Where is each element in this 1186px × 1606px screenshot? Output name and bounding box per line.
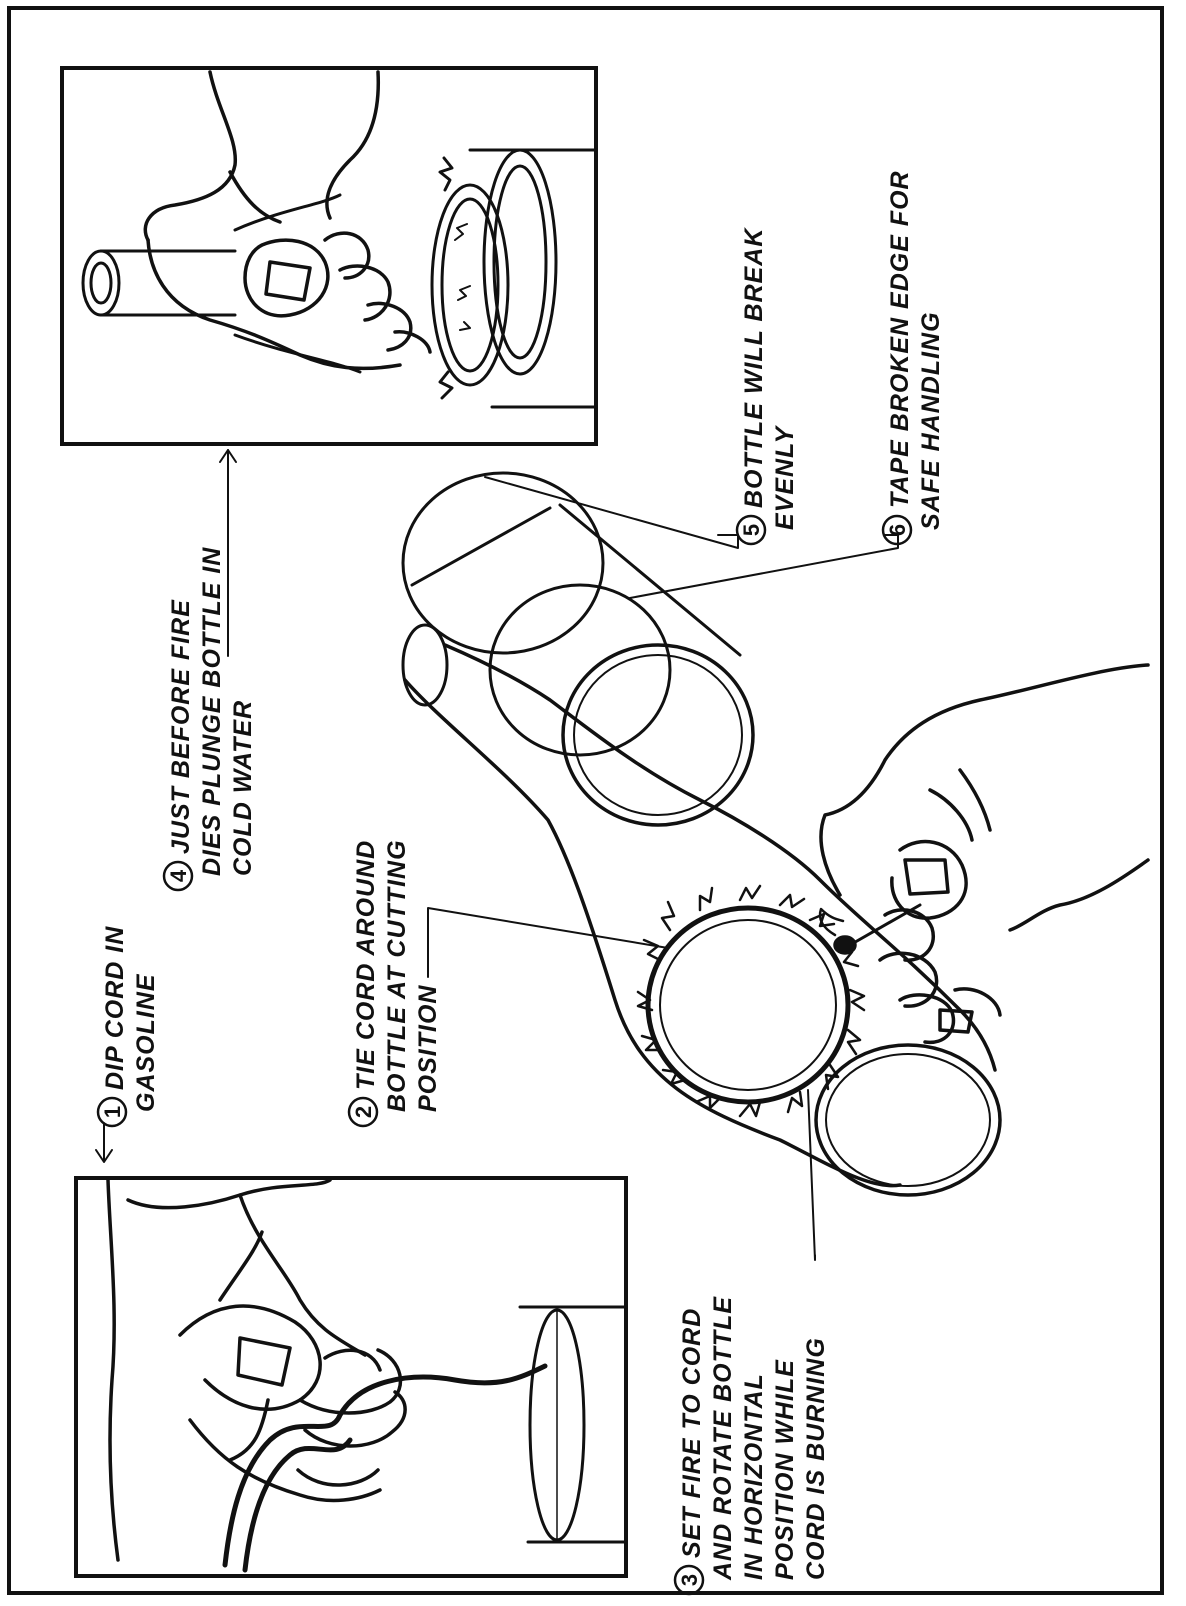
leader-step-3 (808, 1090, 815, 1260)
step-1-label: 1 DIP CORD IN GASOLINE (98, 926, 160, 1126)
step-2-line-3: POSITION (414, 985, 442, 1112)
step-2-line-2: BOTTLE AT CUTTING (383, 839, 411, 1112)
step-4-line-3: COLD WATER (229, 700, 257, 876)
hand-with-match-drawing (820, 665, 1148, 1042)
step-3-line-3: IN HORIZONTAL (740, 1373, 768, 1580)
hand-gripping-bottle-drawing (145, 72, 430, 368)
step-5-line-2: EVENLY (771, 425, 799, 530)
step-3-label: 3 SET FIRE TO CORD AND ROTATE BOTTLE IN … (675, 1296, 830, 1594)
leader-step-5 (485, 477, 738, 548)
bottle-outline-drawing (405, 680, 900, 1186)
step-2-number: 2 (351, 1106, 376, 1118)
water-container-drawing (470, 150, 596, 407)
step-1-line-1: DIP CORD IN (101, 926, 129, 1090)
step-4-line-1: JUST BEFORE FIRE (167, 599, 195, 854)
panel-dip-cord-frame (76, 1178, 626, 1576)
step-2-label: 2 TIE CORD AROUND BOTTLE AT CUTTING POSI… (349, 839, 442, 1126)
step-5-label: 5 BOTTLE WILL BREAK EVENLY (737, 227, 799, 544)
gasoline-container-drawing (520, 1307, 626, 1542)
hand-holding-cord-drawing (108, 1180, 405, 1560)
step-6-line-2: SAFE HANDLING (917, 311, 945, 530)
step-4-label: 4 JUST BEFORE FIRE DIES PLUNGE BOTTLE IN… (164, 547, 257, 890)
panel-dip-cord (76, 1178, 626, 1576)
step-1-number: 1 (100, 1106, 125, 1118)
broken-piece-rim-drawing (563, 645, 753, 825)
step-3-line-1: SET FIRE TO CORD (678, 1308, 706, 1558)
step-4-line-2: DIES PLUNGE BOTTLE IN (198, 547, 226, 876)
cord-drawing (225, 1366, 545, 1570)
bottle-body-drawing (432, 158, 508, 398)
step-3-line-2: AND ROTATE BOTTLE (709, 1296, 737, 1581)
bottle-neck-drawing (83, 195, 360, 372)
step-3-number: 3 (677, 1574, 702, 1586)
step-1-line-2: GASOLINE (132, 973, 160, 1112)
bottle-bottom-drawing (816, 1045, 1000, 1195)
step-3-line-5: CORD IS BURNING (802, 1337, 830, 1580)
step-6-number: 6 (885, 524, 910, 536)
step-5-number: 5 (739, 524, 764, 536)
step-2-line-1: TIE CORD AROUND (352, 840, 380, 1090)
panel-plunge-bottle-frame (62, 68, 596, 444)
step-4-number: 4 (166, 869, 191, 882)
bottle-mouth-drawing (403, 625, 447, 705)
step-6-line-1: TAPE BROKEN EDGE FOR (886, 170, 914, 508)
step-3-line-4: POSITION WHILE (771, 1359, 799, 1580)
step-5-line-1: BOTTLE WILL BREAK (740, 227, 768, 508)
leader-step-2 (428, 908, 668, 977)
burning-cord-ring-drawing (648, 908, 848, 1102)
main-bottle-illustration (403, 473, 1148, 1195)
leader-step-6 (630, 535, 898, 598)
panel-plunge-bottle (62, 68, 596, 444)
step-6-label: 6 TAPE BROKEN EDGE FOR SAFE HANDLING (883, 170, 945, 544)
